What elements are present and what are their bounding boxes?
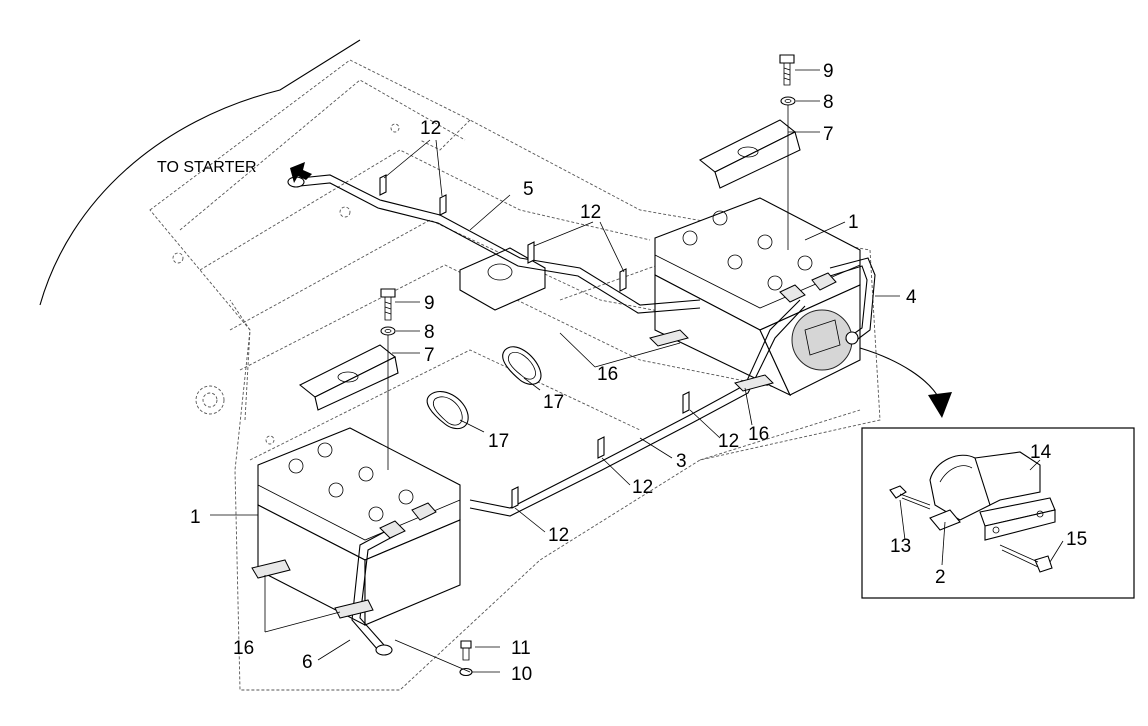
callout-13: 13 <box>890 536 911 557</box>
callout-7-right: 7 <box>823 124 834 145</box>
callout-12-lower-left: 12 <box>548 525 569 546</box>
callout-4: 4 <box>906 287 917 308</box>
callout-9-right: 9 <box>823 61 834 82</box>
callout-17-lower: 17 <box>488 431 509 452</box>
callout-14: 14 <box>1030 442 1052 463</box>
grommet-17-upper <box>502 346 542 385</box>
callout-16-right: 16 <box>748 424 769 445</box>
callout-12-lower-middle: 12 <box>632 477 653 498</box>
hold-down-bar-left <box>298 344 399 411</box>
center-mount-pad <box>459 247 546 311</box>
cable-5 <box>287 174 701 314</box>
callout-8-right: 8 <box>823 92 834 113</box>
leader-lines <box>210 69 1064 673</box>
cable-6 <box>351 529 397 656</box>
to-starter-note: TO STARTER <box>157 159 257 176</box>
callout-9-left: 9 <box>424 293 435 314</box>
washer-10 <box>459 667 473 677</box>
callout-12-right: 12 <box>718 431 739 452</box>
callout-8-left: 8 <box>424 322 435 343</box>
clamps-12 <box>379 174 690 509</box>
callout-12-top-middle: 12 <box>580 202 601 223</box>
detail-arrow <box>859 347 952 418</box>
callout-17-upper: 17 <box>543 392 564 413</box>
callout-1-left: 1 <box>190 507 201 528</box>
relay-highlight <box>791 309 859 371</box>
bolt-11 <box>460 640 472 661</box>
callout-16-left: 16 <box>233 638 254 659</box>
washer-8-left <box>380 326 396 336</box>
detail-box <box>861 427 1135 599</box>
callout-11: 11 <box>511 638 531 659</box>
callout-12-top-left: 12 <box>420 118 441 139</box>
hold-down-bar-right <box>698 119 801 189</box>
terminal-caps <box>379 272 837 539</box>
callout-3: 3 <box>676 451 687 472</box>
callout-10: 10 <box>511 664 532 685</box>
cable-4 <box>829 257 876 346</box>
bolt-9-left <box>380 288 396 321</box>
bolt-9-right <box>779 54 795 86</box>
washer-8-right <box>780 96 796 106</box>
cable-3 <box>469 299 806 517</box>
callout-5: 5 <box>523 179 534 200</box>
callout-1-right: 1 <box>848 212 859 233</box>
callout-16-center: 16 <box>597 364 618 385</box>
callout-6: 6 <box>302 652 313 673</box>
battery-left <box>257 427 461 626</box>
callout-7-left: 7 <box>424 345 435 366</box>
to-starter-arrow <box>290 162 312 183</box>
callout-2: 2 <box>935 567 946 588</box>
grommet-17-lower <box>426 390 469 430</box>
spacers-16 <box>251 329 774 619</box>
callout-15: 15 <box>1066 529 1087 550</box>
